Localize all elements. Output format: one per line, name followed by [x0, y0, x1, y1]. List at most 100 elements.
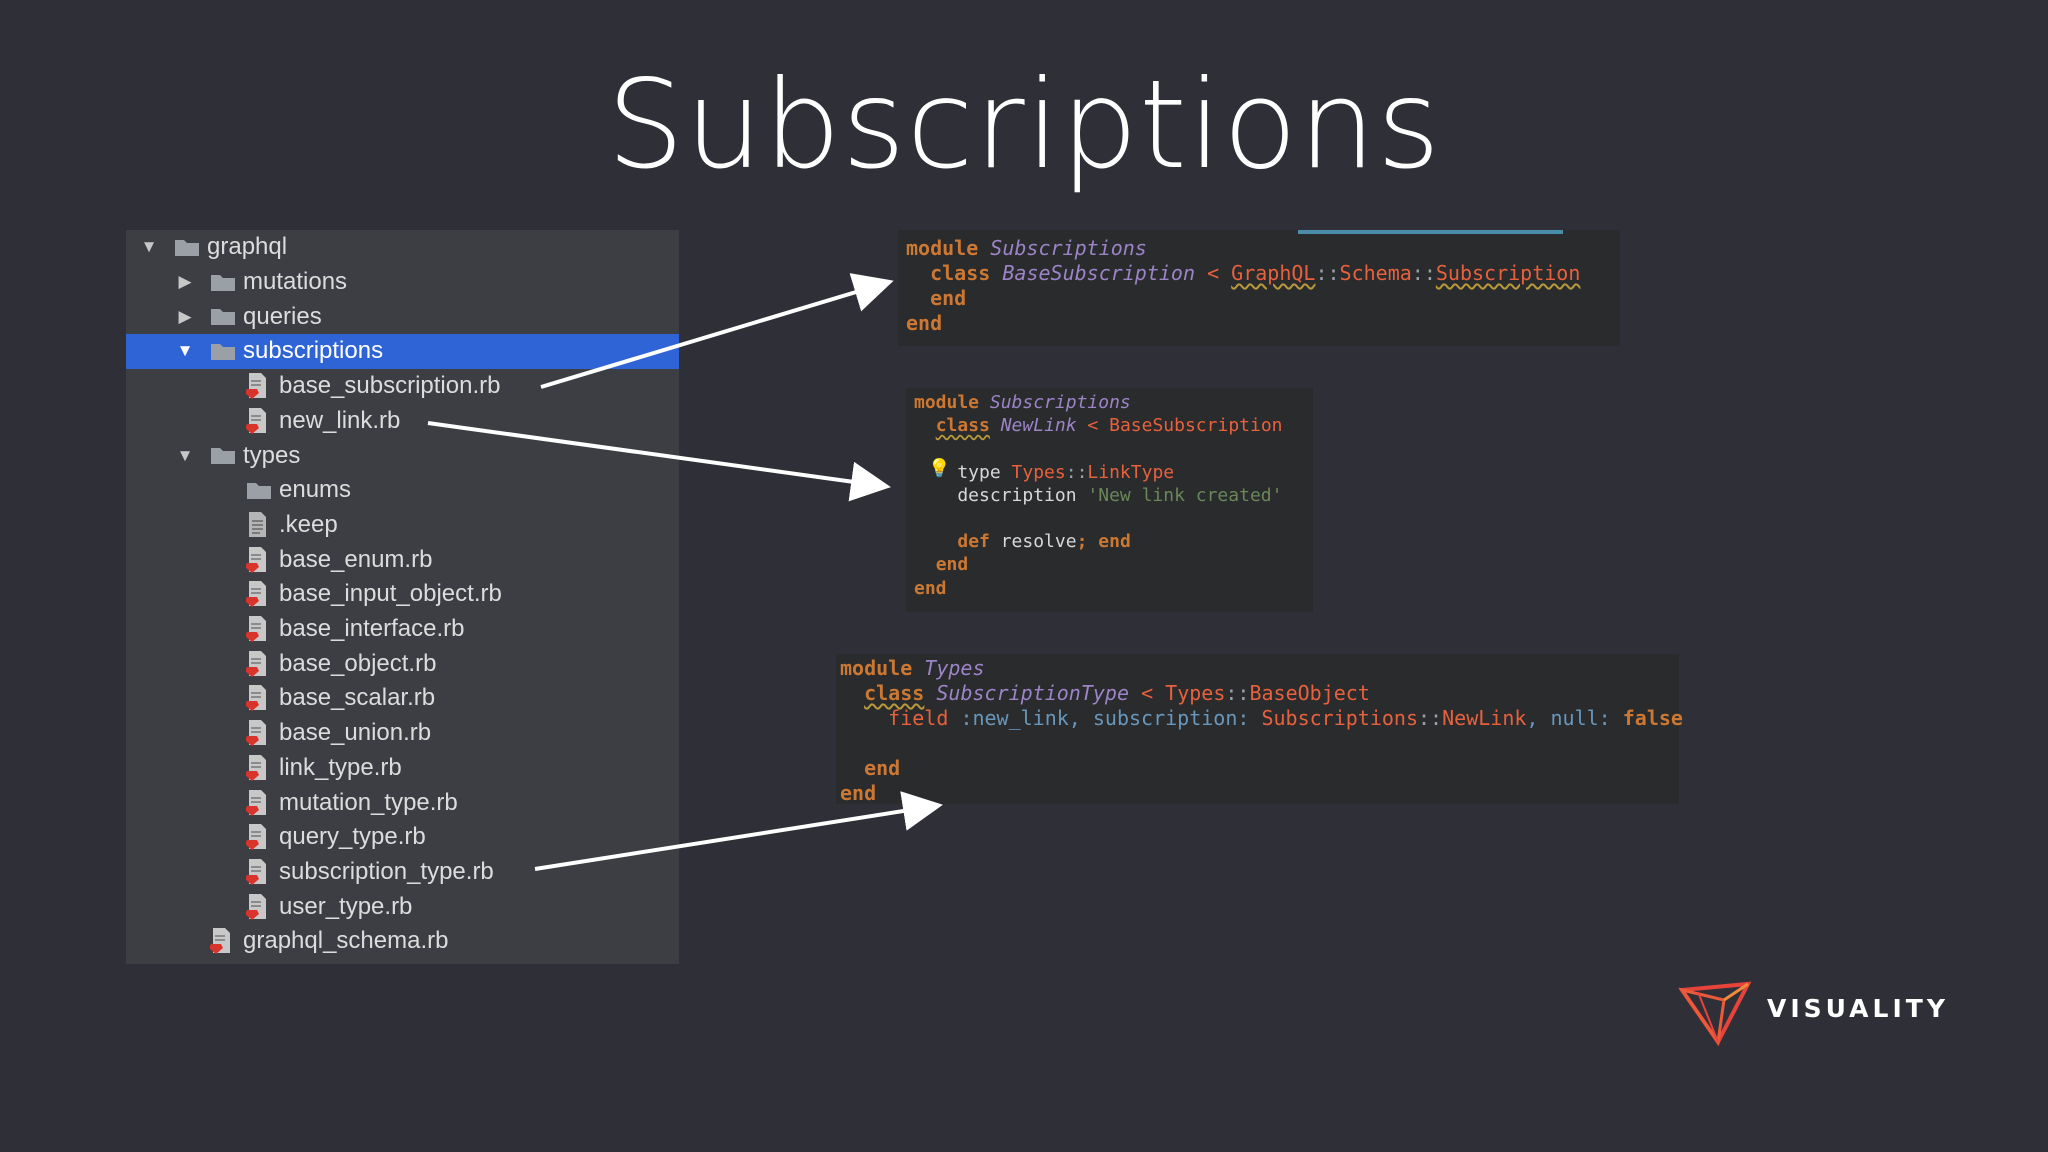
visuality-logo-icon [1678, 981, 1752, 1046]
code-token: Subscriptions [1261, 706, 1419, 730]
folder-icon [210, 273, 236, 292]
code-token [990, 415, 1001, 436]
code-token: type [914, 461, 1012, 483]
code-panel-new-link: module Subscriptions class NewLink < Bas… [906, 388, 1313, 612]
code-token: resolve [989, 531, 1077, 553]
ruby-file-icon [246, 580, 268, 608]
code-token: NewLink [1000, 415, 1077, 437]
tree-item-label: base_scalar.rb [279, 684, 436, 712]
tree-item[interactable]: ▶queries [126, 299, 679, 334]
code-token [1087, 531, 1098, 552]
collapse-arrow-icon[interactable]: ▶ [178, 306, 192, 326]
tree-item[interactable]: subscription_type.rb [126, 855, 679, 890]
tree-item[interactable]: base_union.rb [126, 716, 679, 751]
code-panel-base-subscription: module Subscriptions class BaseSubscript… [898, 230, 1620, 346]
code-token: :: [1315, 261, 1340, 285]
lightbulb-icon[interactable]: 💡 [928, 458, 951, 479]
code-token: < [1087, 415, 1099, 437]
code-token [924, 681, 936, 705]
code-token: Subscriptions [990, 236, 1147, 260]
code-token: class [864, 681, 925, 705]
ruby-file-icon [210, 927, 232, 955]
code-token: :: [1418, 706, 1443, 730]
code-token: Types [1165, 681, 1226, 705]
tree-item[interactable]: link_type.rb [126, 751, 679, 786]
code-line: class BaseSubscription < GraphQL::Schema… [906, 261, 1580, 285]
code-token: < [1207, 261, 1220, 285]
folder-icon [210, 342, 236, 361]
tree-item[interactable]: base_scalar.rb [126, 681, 679, 716]
code-panel-subscription-type: module Types class SubscriptionType < Ty… [836, 654, 1683, 805]
tree-item[interactable]: base_object.rb [126, 646, 679, 681]
code-token [990, 261, 1002, 285]
text-file-icon [246, 511, 268, 539]
code-line: class NewLink < BaseSubscription [914, 415, 1283, 436]
code-token: < [1141, 681, 1154, 705]
code-line: field :new_link, subscription: Subscript… [840, 706, 1683, 730]
ruby-file-icon [246, 719, 268, 747]
ruby-file-icon [246, 823, 268, 851]
expand-arrow-icon[interactable]: ▼ [176, 341, 194, 361]
folder-icon [246, 481, 272, 500]
tree-item[interactable]: enums [126, 473, 679, 508]
code-token: end [864, 756, 901, 780]
code-token [1153, 681, 1165, 705]
code-token: Types [924, 656, 985, 680]
tree-item[interactable]: new_link.rb [126, 404, 679, 439]
collapse-arrow-icon[interactable]: ▶ [178, 272, 192, 292]
code-token [978, 236, 990, 260]
code-token: end [1098, 531, 1131, 553]
tree-item-label: base_enum.rb [279, 545, 433, 573]
tree-item[interactable]: ▼ graphql [126, 230, 679, 265]
code-token: module [914, 392, 980, 413]
tree-item-label: .keep [279, 510, 338, 538]
code-token: LinkType [1087, 461, 1175, 483]
tree-item-label: graphql [207, 233, 288, 261]
tree-item[interactable]: ▶ mutations [126, 265, 679, 300]
code-line: module Subscriptions [906, 236, 1147, 260]
tree-item-label: enums [279, 476, 352, 504]
code-token: Schema [1339, 261, 1412, 285]
tree-item[interactable]: base_subscription.rb [126, 369, 679, 404]
tree-item-label: mutations [243, 268, 348, 296]
tree-item-label: user_type.rb [279, 892, 413, 920]
ruby-file-icon [246, 858, 268, 886]
code-token: NewLink [1442, 706, 1527, 730]
code-token [840, 706, 888, 730]
code-line: type Types::LinkType [914, 462, 1174, 483]
code-token [1129, 681, 1141, 705]
expand-arrow-icon[interactable]: ▼ [176, 445, 194, 465]
project-file-tree: ▼ graphql ▶ mutations ▶queries▼subscriptions… [126, 230, 679, 964]
tree-item[interactable]: mutation_type.rb [126, 785, 679, 820]
tree-item[interactable]: base_input_object.rb [126, 577, 679, 612]
tree-item-label: types [243, 441, 301, 469]
code-token [948, 706, 960, 730]
folder-icon [210, 307, 236, 326]
tree-item[interactable]: query_type.rb [126, 820, 679, 855]
ruby-file-icon [246, 615, 268, 643]
tree-item[interactable]: user_type.rb [126, 889, 679, 924]
ruby-file-icon [246, 789, 268, 817]
code-line: description 'New link created' [914, 485, 1282, 506]
code-token: SubscriptionType [936, 681, 1130, 705]
code-token [1077, 415, 1088, 436]
code-token: module [906, 236, 979, 260]
code-line: end [906, 286, 966, 310]
folder-icon [174, 238, 200, 257]
code-token: Subscription [1435, 261, 1581, 285]
code-token: BaseSubscription [1002, 261, 1196, 285]
tree-item[interactable]: ▼subscriptions [126, 334, 679, 369]
tree-item[interactable]: .keep [126, 508, 679, 543]
tree-item[interactable]: ▼ types [126, 438, 679, 473]
tree-item[interactable]: base_interface.rb [126, 612, 679, 647]
tree-item-label: base_subscription.rb [279, 372, 501, 400]
code-line: end [906, 311, 942, 335]
code-token: false [1622, 706, 1683, 730]
tree-item-label: query_type.rb [279, 823, 426, 851]
code-token [914, 554, 936, 575]
tree-item[interactable]: graphql_schema.rb [126, 924, 679, 959]
expand-arrow-icon[interactable]: ▼ [140, 237, 158, 257]
code-token: end [935, 554, 969, 576]
code-token [979, 392, 990, 413]
tree-item[interactable]: base_enum.rb [126, 542, 679, 577]
